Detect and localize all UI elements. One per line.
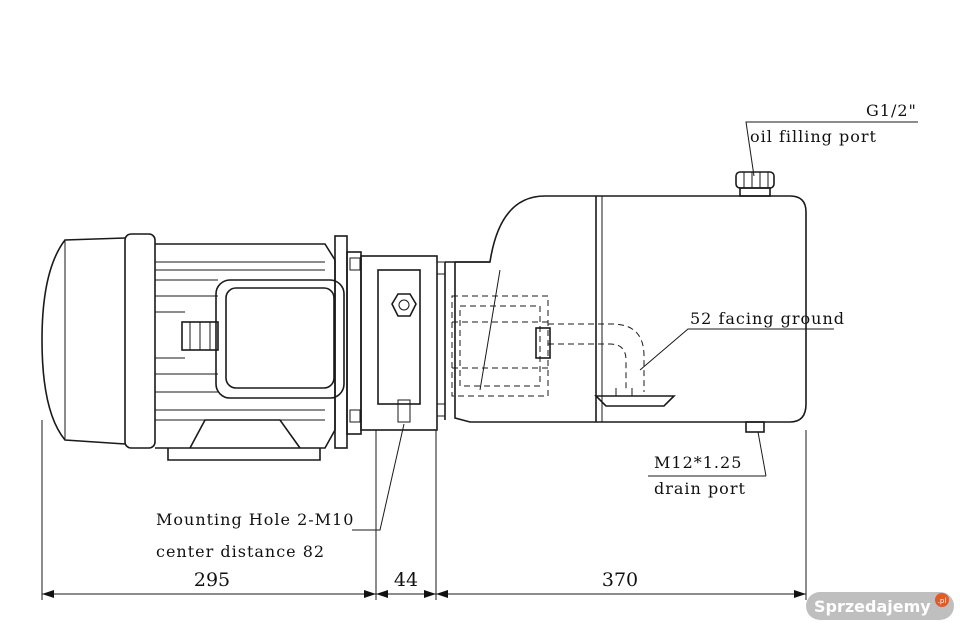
suction-filter	[594, 395, 676, 407]
drain-name-label: drain port	[654, 479, 746, 498]
drain-size-label: M12*1.25	[654, 453, 742, 472]
adapter-block	[360, 255, 446, 431]
filler-cap	[735, 171, 775, 197]
watermark: Sprzedajemy .pl	[806, 592, 954, 620]
facing-ground-label: 52 facing ground	[690, 309, 845, 328]
adapter-window	[377, 269, 421, 405]
fill-port-size-label: G1/2"	[866, 101, 917, 120]
suction-fitting	[535, 327, 551, 359]
adapter-length-dimension: 44	[394, 569, 418, 591]
oil-tank	[445, 171, 807, 433]
foot-bracket	[189, 419, 301, 449]
hex-plug	[391, 293, 417, 317]
motor-end-ring	[124, 233, 156, 449]
tank-length-dimension: 370	[602, 569, 638, 591]
terminal-box	[215, 279, 345, 399]
motor-length-dimension: 295	[194, 569, 230, 591]
adapter-body	[360, 255, 438, 431]
motor-flange	[334, 235, 348, 449]
flange-bolt-top	[349, 257, 361, 271]
cooling-fins	[155, 261, 325, 421]
terminal-box-cover	[225, 287, 335, 389]
watermark-badge	[806, 592, 954, 620]
drain-plug	[745, 421, 765, 433]
flange-bolt-bottom	[349, 409, 361, 423]
fill-port-name-label: oil filling port	[750, 127, 877, 146]
watermark-dot-icon	[935, 593, 949, 607]
dimension-lines	[41, 420, 807, 600]
pump-hidden-lines	[451, 269, 645, 397]
mounting-hole-marker	[397, 399, 411, 423]
block-bolt-bottom	[436, 403, 446, 417]
watermark-suffix: .pl	[938, 597, 947, 605]
tank-outline	[445, 195, 807, 423]
block-bolt-top	[436, 261, 446, 275]
mounting-hole-label: Mounting Hole 2-M10	[156, 510, 354, 529]
electric-motor	[41, 233, 362, 461]
watermark-text: Sprzedajemy	[814, 597, 931, 616]
center-distance-label: center distance 82	[156, 542, 325, 561]
flange-ring	[346, 251, 362, 435]
fan-cover	[41, 237, 126, 445]
motor-foot	[167, 448, 321, 461]
leader-lines	[352, 121, 918, 531]
